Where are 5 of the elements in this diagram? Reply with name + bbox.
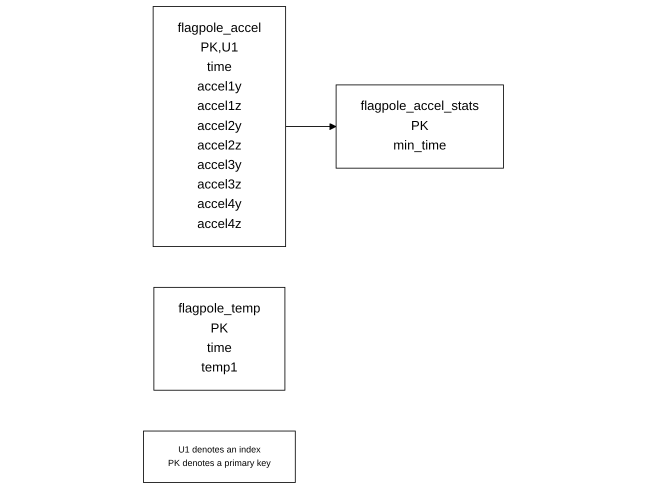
node-box: flagpole_accel PK,U1 time accel1y accel1z accel2y accel2z accel3y accel3z accel4y accel4z: [152, 6, 286, 247]
node-box: U1 denotes an index PK denotes a primary key: [143, 430, 296, 483]
node-box: flagpole_accel_stats PK min_time: [336, 84, 504, 169]
node-box: flagpole_temp PK time temp1: [154, 286, 286, 391]
arrow: [285, 122, 336, 130]
